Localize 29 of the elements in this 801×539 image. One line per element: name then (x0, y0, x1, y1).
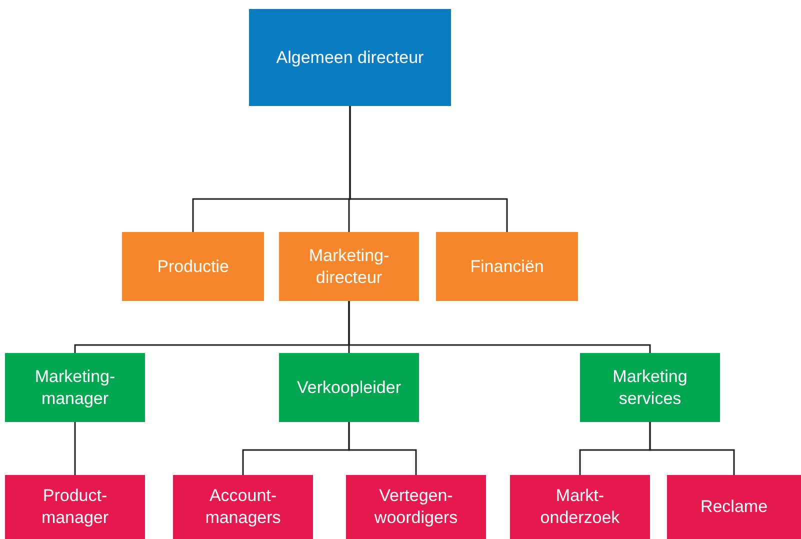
department-box (122, 232, 264, 301)
connector-line (74, 422, 76, 475)
node-label: Marketing-directeur (308, 244, 390, 288)
node-label: Marketing-manager (34, 366, 116, 410)
node-label: Marketing services (612, 366, 688, 410)
node-label: Financiën (470, 256, 544, 278)
connector-line (649, 422, 735, 475)
team-box (279, 353, 419, 422)
connector-line (348, 301, 651, 353)
role-box (346, 475, 486, 539)
role-box (510, 475, 650, 539)
node-label: Product-manager (40, 485, 110, 529)
connector-line (349, 106, 508, 232)
team-box (580, 353, 720, 422)
department-box (279, 232, 419, 301)
node-label: Algemeen directeur (276, 46, 424, 68)
director-box (249, 9, 451, 106)
node-label: Markt-onderzoek (539, 485, 621, 529)
node-label: Reclame (700, 496, 768, 518)
node-label: Vertegen-woordigers (373, 485, 459, 529)
node-label: Verkoopleider (297, 376, 401, 398)
node-label: Account-managers (204, 485, 282, 529)
role-box (5, 475, 145, 539)
department-box (436, 232, 578, 301)
connector-line (348, 422, 417, 475)
role-box (173, 475, 313, 539)
team-box (5, 353, 145, 422)
node-label: Productie (157, 256, 229, 278)
role-box (667, 475, 801, 539)
